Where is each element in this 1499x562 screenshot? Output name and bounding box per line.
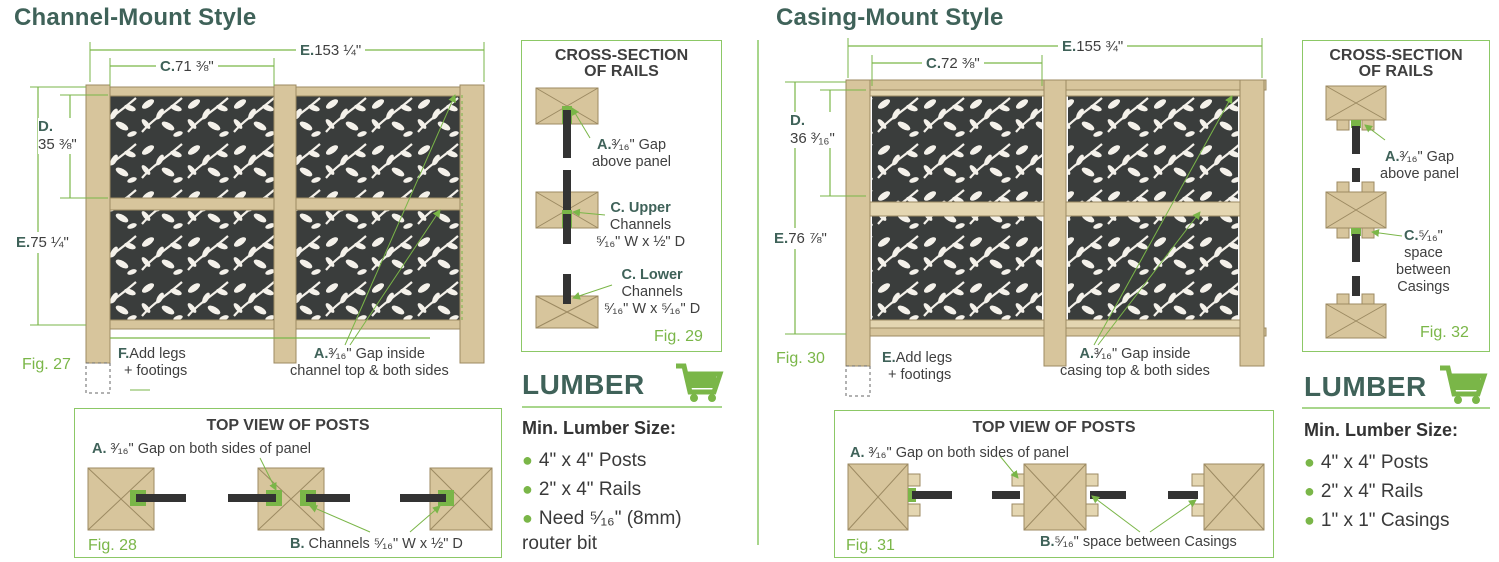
casing-top-view [847,455,1265,533]
lumber-item-continued: router bit [522,533,597,554]
legs-label: F.Add legs+ footings [118,346,188,379]
casing-cross-section [1325,85,1403,339]
top-view-b-label-right: B.⁵⁄₁₆" space between Casings [1040,534,1237,550]
casing-top-view-heading: TOP VIEW OF POSTS [972,419,1136,436]
top-view-a-label: A. ³⁄₁₆" Gap on both sides of panel [92,441,312,457]
lumber-item: ●4" x 4" Posts [522,450,647,471]
fig-27-label: Fig. 27 [22,356,71,373]
lumber-item: ●1" x 1" Casings [1304,510,1450,531]
fig-30-label: Fig. 30 [776,350,825,367]
dim-e-top-right: E.155 ¾" [1058,38,1128,55]
channel-top-view [87,457,493,533]
casing-fence [785,38,1267,397]
casing-top-view-box [834,410,1274,558]
channel-title: Channel-Mount Style [14,4,257,31]
min-lumber-right: Min. Lumber Size: [1304,420,1459,440]
fig-28-label: Fig. 28 [88,537,137,554]
fig-31-label: Fig. 31 [846,537,895,554]
dim-e-side: E.75 ¼" [16,232,69,253]
lumber-item: ●2" x 4" Rails [1304,481,1424,502]
cart-icon-left [676,363,724,402]
dim-d: D.35 ⅜" [38,118,77,154]
min-lumber-left: Min. Lumber Size: [522,418,677,438]
lumber-list-right: ●4" x 4" Posts ●2" x 4" Rails ●1" x 1" C… [1304,448,1449,535]
fig-32-label: Fig. 32 [1420,324,1469,341]
dim-d-right: D.36 ³⁄₁₆" [790,112,835,148]
fig-29-label: Fig. 29 [654,328,703,345]
top-view-b-label: B. Channels ⁵⁄₁₆" W x ½" D [290,536,463,552]
lumber-heading-right: LUMBER [1304,371,1427,402]
lumber-item: ●Need ⁵⁄₁₆" (8mm) [522,508,682,529]
dim-e-top: E.153 ¼" [296,42,366,59]
lumber-list-left: ●4" x 4" Posts ●2" x 4" Rails ●Need ⁵⁄₁₆… [522,446,682,558]
cart-icon-right [1440,365,1488,404]
dim-e-side-right: E.76 ⅞" [774,228,827,249]
channel-top-view-heading: TOP VIEW OF POSTS [206,417,370,434]
channel-cross-section-box [521,40,722,352]
lumber-heading-left: LUMBER [522,369,645,400]
casing-cross-section-box [1302,40,1490,352]
lumber-item: ●2" x 4" Rails [522,479,642,500]
legs-label-right: E.Add legs+ footings [882,350,953,383]
channel-fence [30,42,485,394]
dim-c-right: C.72 ⅜" [922,55,984,72]
dim-c: C.71 ⅜" [156,58,218,75]
casing-title: Casing-Mount Style [776,4,1004,31]
lumber-item: ●4" x 4" Posts [1304,452,1429,473]
channel-cross-section [535,87,613,329]
channel-top-view-box [74,408,502,558]
top-view-a-label-right: A. ³⁄₁₆" Gap on both sides of panel [850,445,1070,461]
